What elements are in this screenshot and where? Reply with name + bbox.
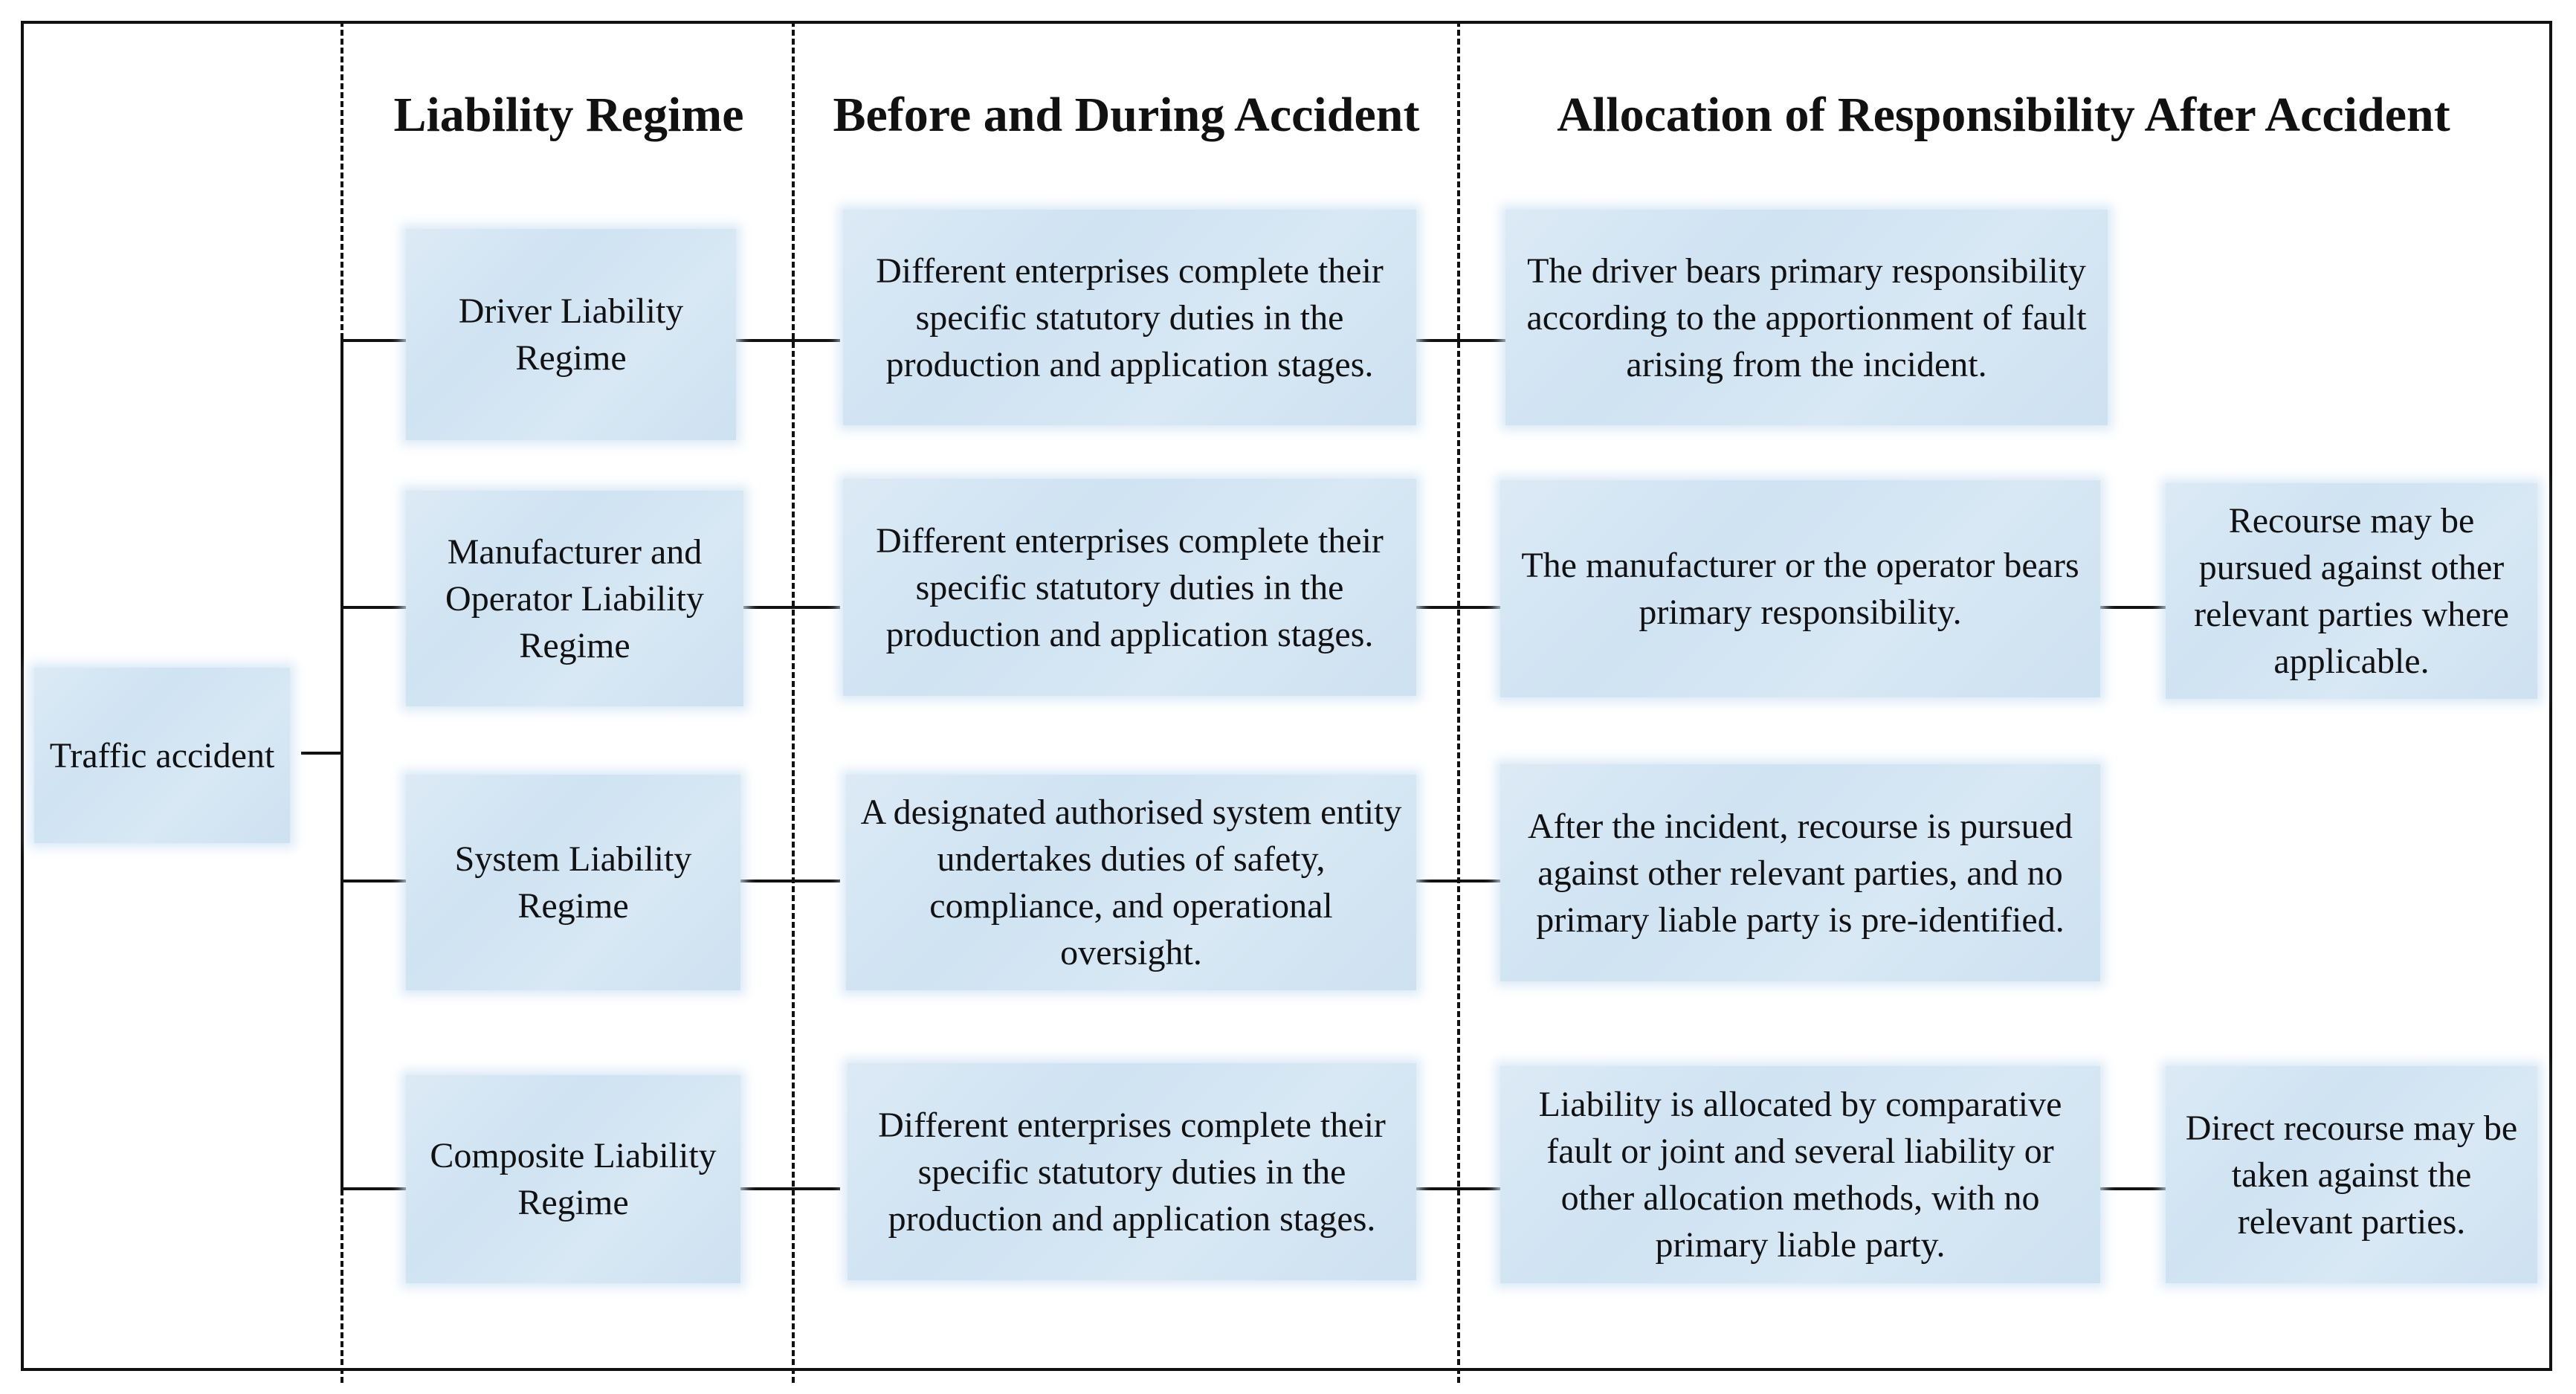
column-divider-3	[1457, 21, 1460, 1383]
connector-root	[301, 752, 342, 755]
connector-r2-after-recourse	[2100, 606, 2166, 609]
connector-branch-1	[340, 339, 406, 342]
recourse-box-composite: Direct recourse may be taken against the…	[2166, 1066, 2537, 1283]
after-box-manufacturer-operator: The manufacturer or the operator bears p…	[1500, 480, 2100, 697]
connector-branch-2	[340, 606, 406, 609]
recourse-box-manufacturer-operator: Recourse may be pursued against other re…	[2166, 483, 2537, 699]
connector-r3-before-after	[1416, 880, 1505, 882]
regime-box-driver: Driver Liability Regime	[406, 229, 736, 440]
connector-r3-regime-before	[740, 880, 840, 882]
before-box-manufacturer-operator: Different enterprises complete their spe…	[843, 479, 1416, 696]
column-divider-2	[792, 21, 795, 1383]
after-box-system: After the incident, recourse is pursued …	[1500, 764, 2100, 981]
connector-r1-before-after	[1416, 339, 1505, 342]
connector-r4-before-after	[1416, 1187, 1505, 1190]
traffic-accident-box: Traffic accident	[34, 668, 290, 843]
connector-r2-regime-before	[743, 606, 840, 609]
header-before-during-accident: Before and During Accident	[833, 88, 1420, 142]
connector-branch-4	[340, 1187, 406, 1190]
after-box-composite: Liability is allocated by comparative fa…	[1500, 1066, 2100, 1283]
regime-box-composite: Composite Liability Regime	[406, 1075, 740, 1283]
before-box-driver: Different enterprises complete their spe…	[843, 210, 1416, 425]
header-allocation-after-accident: Allocation of Responsibility After Accid…	[1557, 88, 2450, 142]
after-box-driver: The driver bears primary responsibility …	[1505, 210, 2108, 425]
connector-trunk	[340, 339, 343, 1189]
before-box-composite: Different enterprises complete their spe…	[848, 1063, 1416, 1280]
connector-r4-after-recourse	[2100, 1187, 2166, 1190]
connector-branch-3	[340, 880, 406, 882]
before-box-system: A designated authorised system entity un…	[846, 775, 1416, 990]
diagram-frame	[21, 21, 2552, 1371]
header-liability-regime: Liability Regime	[393, 88, 744, 142]
connector-r2-before-after	[1416, 606, 1505, 609]
regime-box-manufacturer-operator: Manufacturer and Operator Liability Regi…	[406, 491, 743, 706]
connector-r4-regime-before	[740, 1187, 840, 1190]
connector-r1-regime-before	[736, 339, 840, 342]
regime-box-system: System Liability Regime	[406, 775, 740, 990]
